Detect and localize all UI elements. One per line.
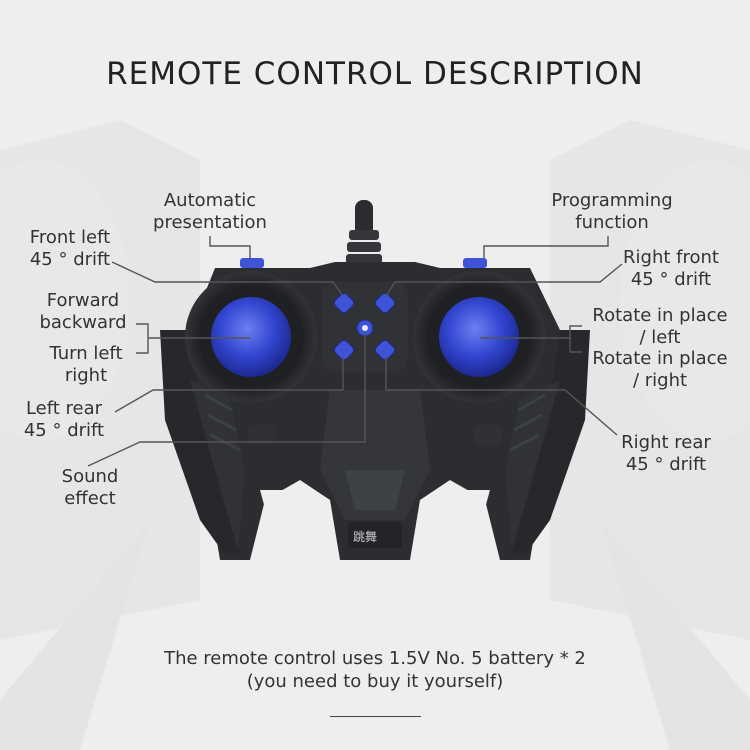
- label-right-front-drift: Right front 45 ° drift: [623, 247, 719, 290]
- right-rear-drift-button[interactable]: [374, 339, 397, 362]
- antenna: [346, 200, 382, 264]
- label-rotate-right: Rotate in place / right: [592, 348, 728, 391]
- label-rotate-left: Rotate in place / left: [592, 305, 728, 348]
- front-left-drift-button[interactable]: [333, 292, 356, 315]
- battery-note: The remote control uses 1.5V No. 5 batte…: [164, 648, 586, 692]
- page-title: REMOTE CONTROL DESCRIPTION: [106, 56, 644, 92]
- label-turn-left-right: Turn left right: [49, 343, 123, 386]
- label-front-left-drift: Front left 45 ° drift: [29, 227, 111, 270]
- label-sound-effect: Sound effect: [61, 466, 119, 509]
- right-front-drift-button[interactable]: [374, 292, 397, 315]
- programming-function-button[interactable]: [463, 258, 487, 268]
- label-forward-backward: Forward backward: [39, 290, 127, 333]
- label-programming-function: Programming function: [551, 190, 673, 233]
- label-right-rear-drift: Right rear 45 ° drift: [621, 432, 711, 475]
- footer-divider: [330, 716, 421, 717]
- label-left-rear-drift: Left rear 45 ° drift: [23, 398, 105, 441]
- automatic-presentation-button[interactable]: [240, 258, 264, 268]
- left-rear-drift-button[interactable]: [333, 339, 356, 362]
- left-joystick[interactable]: [211, 297, 291, 377]
- right-joystick[interactable]: [439, 297, 519, 377]
- remote-marking: 跳舞: [353, 530, 377, 544]
- label-automatic-presentation: Automatic presentation: [153, 190, 267, 233]
